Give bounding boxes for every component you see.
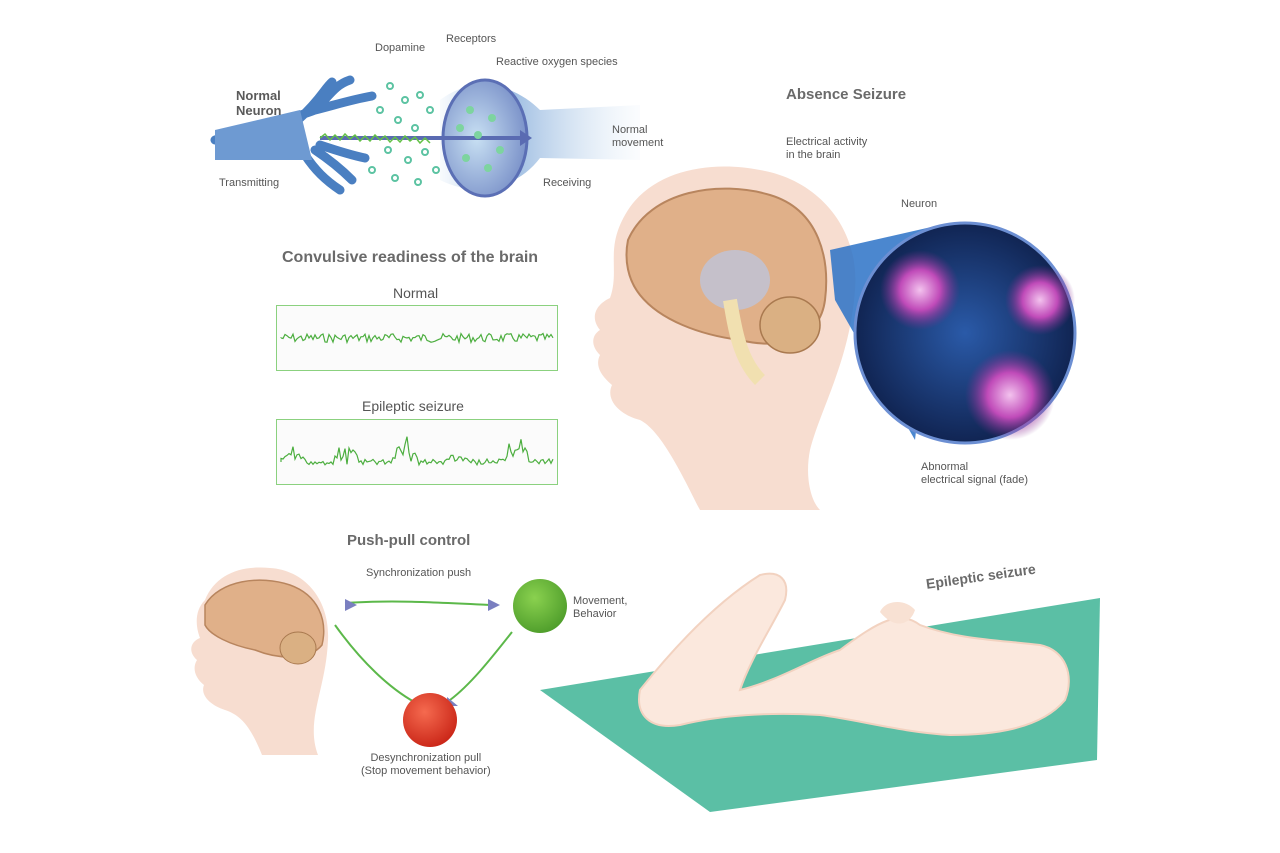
neuron-receiving-shape bbox=[320, 78, 640, 198]
epileptic-wave-label: Epileptic seizure bbox=[362, 398, 464, 414]
normal-wave-label: Normal bbox=[393, 285, 439, 301]
ros-label: Reactive oxygen species bbox=[496, 56, 618, 68]
receiving-label: Receiving bbox=[543, 177, 592, 189]
neuron-transmitting-shape bbox=[210, 75, 377, 195]
desync-pull-label: Desynchronization pull (Stop movement be… bbox=[361, 752, 491, 777]
epileptic-wave-box bbox=[276, 419, 558, 485]
ros-particles bbox=[456, 106, 504, 172]
neuron-label: Neuron bbox=[901, 198, 938, 210]
neuron-zoom bbox=[830, 221, 1077, 445]
transmitting-label: Transmitting bbox=[219, 177, 280, 189]
normal-wave-box bbox=[276, 305, 558, 371]
sync-push-label: Synchronization push bbox=[366, 567, 472, 579]
dopamine-particles bbox=[368, 82, 440, 186]
seizure-scene bbox=[540, 572, 1100, 812]
neuron-signal-wave bbox=[319, 132, 431, 145]
absence-seizure-title: Absence Seizure bbox=[786, 86, 907, 103]
normal-neuron-title: Normal Neuron bbox=[236, 88, 282, 118]
dopamine-label: Dopamine bbox=[375, 42, 426, 54]
receptors-label: Receptors bbox=[446, 33, 497, 45]
pushpull-title: Push-pull control bbox=[347, 532, 471, 549]
movement-behavior-label: Movement, Behavior bbox=[573, 595, 628, 620]
convulsive-title: Convulsive readiness of the brain bbox=[282, 249, 539, 266]
normal-movement-label: Normal movement bbox=[612, 124, 664, 149]
pushpull-diagram bbox=[334, 579, 567, 747]
electrical-activity-label: Electrical activity in the brain bbox=[786, 136, 868, 161]
epileptic-eeg-trace bbox=[280, 436, 554, 467]
normal-eeg-trace bbox=[280, 332, 554, 345]
head-profile-small bbox=[191, 567, 329, 755]
abnormal-signal-label: Abnormal electrical signal (fade) bbox=[921, 461, 1028, 486]
head-profile-large bbox=[593, 166, 856, 510]
